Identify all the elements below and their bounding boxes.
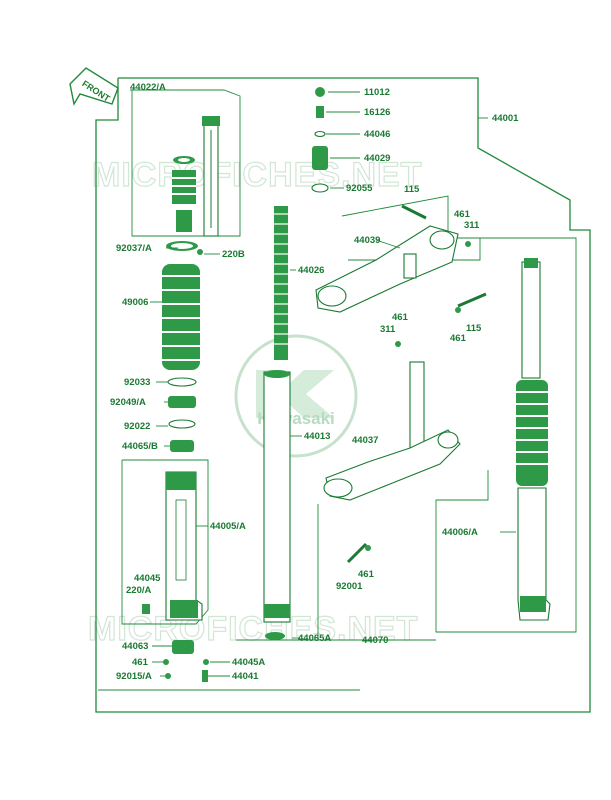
inner-fork-tube bbox=[263, 370, 291, 640]
seal-rings bbox=[167, 377, 197, 452]
label-461-right: 461 bbox=[450, 333, 467, 344]
label-44041: 44041 bbox=[232, 671, 259, 682]
label-44063: 44063 bbox=[122, 641, 148, 652]
spring-seat bbox=[176, 210, 192, 232]
axle-clamp-parts bbox=[142, 604, 209, 682]
label-44045: 44045 bbox=[134, 573, 161, 584]
label-461-bottom: 461 bbox=[132, 657, 149, 668]
label-311-upper: 311 bbox=[464, 220, 480, 231]
label-44046: 44046 bbox=[364, 129, 390, 140]
label-92033: 92033 bbox=[124, 377, 150, 388]
label-44065B: 44065/B bbox=[122, 441, 158, 452]
label-92001: 92001 bbox=[336, 581, 363, 592]
label-44070: 44070 bbox=[362, 635, 388, 646]
label-44013: 44013 bbox=[304, 431, 330, 442]
fork-top-nut bbox=[173, 156, 195, 164]
short-spring bbox=[172, 170, 196, 204]
steering-stem bbox=[323, 361, 461, 564]
label-44045A: 44045A bbox=[232, 657, 265, 668]
boot-clamp bbox=[166, 241, 203, 255]
label-44039: 44039 bbox=[354, 235, 380, 246]
label-92055: 92055 bbox=[346, 183, 373, 194]
label-44022A: 44022/A bbox=[130, 82, 166, 93]
leader-lines bbox=[150, 91, 516, 677]
label-16126: 16126 bbox=[364, 107, 390, 118]
label-11012: 11012 bbox=[364, 87, 390, 98]
label-92049A: 92049/A bbox=[110, 397, 146, 408]
label-115-upper: 115 bbox=[404, 184, 420, 195]
label-44026: 44026 bbox=[298, 265, 324, 276]
label-220B: 220B bbox=[222, 249, 245, 260]
label-49006: 49006 bbox=[122, 297, 148, 308]
label-92037A: 92037/A bbox=[116, 243, 152, 254]
label-44037: 44037 bbox=[352, 435, 378, 446]
watermark-top: MICROFICHES.NET bbox=[92, 156, 422, 194]
part-labels: 44022/A 11012 16126 44046 44001 44029 92… bbox=[110, 82, 519, 682]
label-44006A: 44006/A bbox=[442, 527, 478, 538]
label-44001: 44001 bbox=[492, 113, 519, 124]
label-44005A: 44005/A bbox=[210, 521, 246, 532]
label-115-lower: 115 bbox=[466, 323, 482, 334]
label-44029: 44029 bbox=[364, 153, 390, 164]
long-fork-spring bbox=[274, 206, 288, 360]
label-44065A: 44065A bbox=[298, 633, 331, 644]
cap-stack bbox=[311, 87, 329, 193]
label-461-mid: 461 bbox=[392, 312, 409, 323]
upper-bracket bbox=[315, 204, 487, 347]
left-outer-tube bbox=[165, 471, 203, 621]
fork-boot bbox=[162, 264, 200, 370]
kawasaki-logo: Kawasaki bbox=[234, 334, 358, 458]
label-461-stem: 461 bbox=[358, 569, 375, 580]
fork-cap-bolt bbox=[202, 116, 220, 237]
front-arrow-icon: FRONT bbox=[69, 67, 119, 106]
label-311-mid: 311 bbox=[380, 324, 396, 335]
label-220A: 220/A bbox=[126, 585, 151, 596]
label-92015A: 92015/A bbox=[116, 671, 152, 682]
label-461-upper: 461 bbox=[454, 209, 471, 220]
right-fork-assembly bbox=[516, 258, 551, 621]
label-92022: 92022 bbox=[124, 421, 150, 432]
watermark-bottom: MICROFICHES.NET bbox=[88, 610, 418, 648]
